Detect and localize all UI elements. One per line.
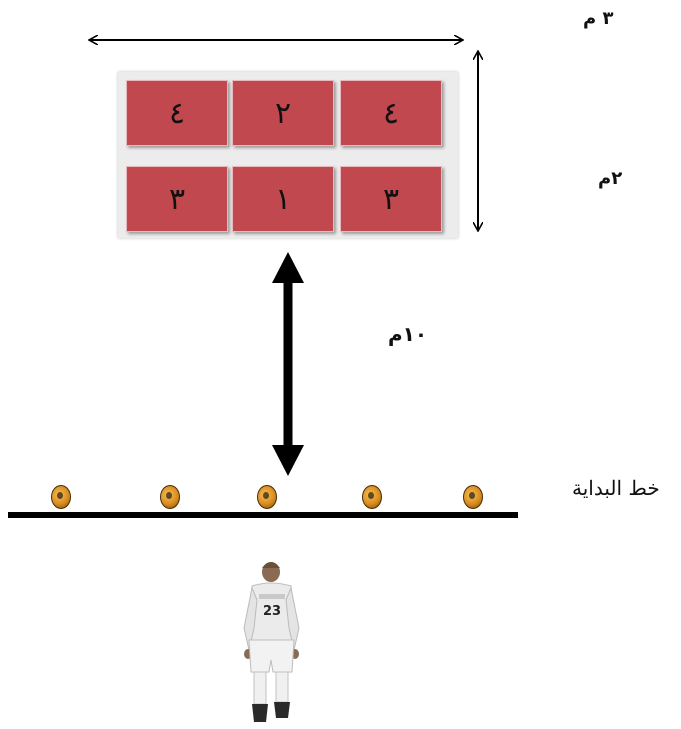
grid-cell: ١ — [232, 166, 334, 232]
distance-label: ١٠م — [388, 322, 428, 346]
height-dimension-label: ٢م — [598, 168, 623, 189]
width-dimension-label: ٣ م — [583, 8, 614, 29]
ball-icon — [51, 485, 71, 509]
ball-icon — [463, 485, 483, 509]
grid-cell: ٢ — [232, 80, 334, 146]
distance-arrow — [272, 252, 304, 476]
player-jersey-number: 23 — [262, 604, 282, 619]
target-grid: ٤ ٢ ٤ ٣ ١ ٣ — [118, 72, 458, 238]
ball-icon — [257, 485, 277, 509]
ball-icon — [160, 485, 180, 509]
ball-icon — [362, 485, 382, 509]
grid-cell: ٤ — [126, 80, 228, 146]
grid-cell: ٤ — [340, 80, 442, 146]
grid-cell: ٣ — [340, 166, 442, 232]
grid-cell: ٣ — [126, 166, 228, 232]
start-line-label: خط البداية — [572, 476, 660, 500]
